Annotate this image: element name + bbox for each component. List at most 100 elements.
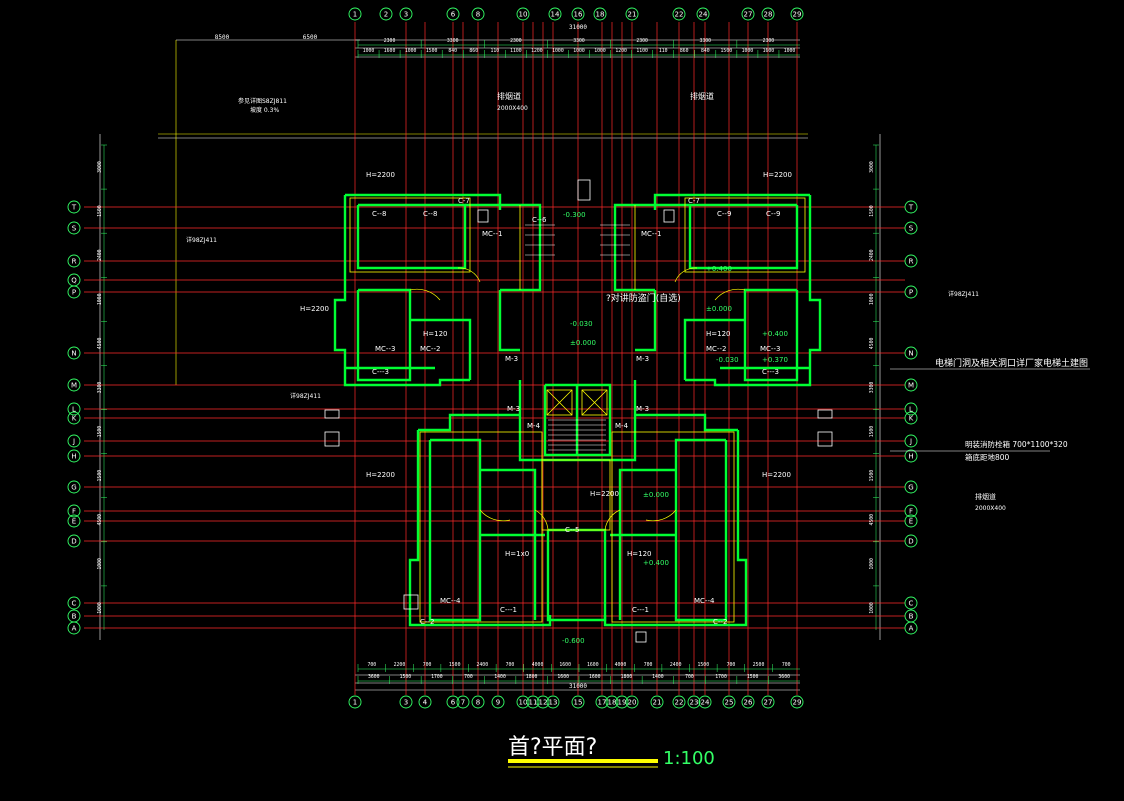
axis-bubble-bottom-12: 12 [536,695,550,709]
dim-top-1-value-4: 2300 [636,38,648,44]
dim-top-2-value-17: 1500 [721,48,733,54]
axis-bubble-top-24-label: 24 [699,11,708,19]
axis-bubble-top-1-circle [348,7,362,21]
dim-right-value-5: 3300 [869,382,875,394]
axis-bubble-right-M: M [904,378,918,392]
axis-bubble-right-N-label: N [908,350,913,358]
room-tag-m3-c: M-3 [507,405,520,413]
axis-bubble-bottom-12-circle [536,695,550,709]
dim-bottom-2-value-11: 1700 [715,674,727,680]
room-height-6: H=2200 [590,490,619,498]
axis-bubble-bottom-3-label: 3 [404,699,408,707]
axis-bubble-left-N-label: N [71,350,76,358]
dim-right-value-2: 2400 [869,249,875,261]
outer-dimension-1: 8500 [215,34,230,41]
dim-top-2-value-11: 1000 [594,48,606,54]
dim-right-value-10: 1000 [869,602,875,614]
axis-bubble-left-M-circle [67,378,81,392]
hydrant-height-note: 箱底距地800 [965,452,1010,462]
axis-bubble-bottom-23-label: 23 [690,699,699,707]
axis-bubble-right-A-label: A [909,625,914,633]
axis-bubble-right-J-label: J [909,438,912,446]
axis-bubble-right-R: R [904,254,918,268]
axis-bubble-top-2-label: 2 [384,11,388,19]
axis-bubble-left-E-circle [67,514,81,528]
elev-mark-11: -0.600 [562,637,585,645]
axis-bubble-right-H-circle [904,449,918,463]
axis-bubble-bottom-3: 3 [399,695,413,709]
axis-bubble-top-8-circle [471,7,485,21]
axis-bubble-left-K-circle [67,411,81,425]
room-tag-mc3: MC--3 [375,345,395,353]
dim-right-value-8: 4500 [869,514,875,526]
drawing-title-text: 首?平面? [508,735,597,760]
dim-left-value-2: 2400 [97,249,103,261]
axis-bubble-left-K-label: K [72,415,77,423]
detail-ref-mid: 详98ZJ411 [290,392,321,400]
room-tag-mc4-b: MC--4 [694,597,715,605]
axis-bubble-bottom-1-label: 1 [353,699,357,707]
axis-bubble-right-J-circle [904,434,918,448]
axis-bubble-right-S-circle [904,221,918,235]
dim-top-2-value-16: 840 [701,48,710,54]
dim-top-2-value-15: 860 [680,48,689,54]
dim-bottom-1-value-15: 700 [782,662,791,668]
axis-bubble-bottom-21-circle [650,695,664,709]
dim-bottom-2-value-10: 700 [685,674,694,680]
dim-top-2-value-3: 1500 [426,48,438,54]
drawing-title: 首?平面? 1:100 [508,735,715,769]
axis-bubble-top-29-circle [790,7,804,21]
axis-bubble-left-L: L [67,402,81,416]
dim-right-value-1: 1500 [869,205,875,217]
axis-bubble-bottom-7: 7 [456,695,470,709]
dim-top-2-value-14: 110 [659,48,668,54]
axis-bubble-bottom-27-label: 27 [764,699,773,707]
axis-bubble-right-D: D [904,534,918,548]
axis-bubble-left-R-label: R [72,258,77,266]
axis-bubble-bottom-26-circle [741,695,755,709]
axis-bubble-bottom-6: 6 [446,695,460,709]
axis-bubble-bottom-19-label: 19 [618,699,627,707]
dim-bottom-1-value-3: 1500 [449,662,461,668]
axis-bubble-left-F: F [67,504,81,518]
axis-bubble-top-28: 28 [761,7,775,21]
axis-bubble-bottom-3-circle [399,695,413,709]
axis-bubble-bottom-1-circle [348,695,362,709]
detail-ref-right: 详98ZJ411 [948,290,979,298]
axis-bubble-left-G-circle [67,480,81,494]
axis-bubble-left-Q-label: Q [71,277,77,285]
top-note-left: 参见详图S8ZJ811 [238,97,287,105]
dim-left-value-4: 4500 [97,338,103,350]
axis-bubble-left-P-circle [67,285,81,299]
axis-bubble-right-T-circle [904,200,918,214]
elev-mark-2: +0.400 [706,265,732,273]
axis-bubble-right-B-label: B [909,613,914,621]
dim-top-2-value-0: 1000 [363,48,375,54]
axis-bubble-left-A: A [67,621,81,635]
axis-bubble-bottom-9: 9 [491,695,505,709]
room-height-10: H=1x0 [505,550,529,558]
axis-bubble-top-14: 14 [548,7,562,21]
axis-bubble-bottom-4: 4 [418,695,432,709]
dim-bottom-2-value-1: 1500 [400,674,412,680]
axis-bubble-bottom-19-circle [615,695,629,709]
axis-bubble-bottom-21: 21 [650,695,664,709]
axis-bubble-left-L-circle [67,402,81,416]
axis-bubble-right-C: C [904,596,918,610]
axis-bubble-bottom-26: 26 [741,695,755,709]
axis-bubble-top-3-circle [399,7,413,21]
axis-bubble-bottom-26-label: 26 [744,699,753,707]
axis-bubble-bottom-1: 1 [348,695,362,709]
dim-top-2-value-20: 1000 [784,48,796,54]
axis-bubble-right-M-circle [904,378,918,392]
elev-mark-9: ±0.000 [643,491,669,499]
axis-bubble-left-D-label: D [71,538,76,546]
axis-bubble-bottom-4-label: 4 [423,699,428,707]
room-tag-c3-b: C---3 [762,368,779,376]
dim-top-2-value-18: 1000 [742,48,754,54]
axis-bubble-right-G-circle [904,480,918,494]
elev-mark-8: -0.030 [716,356,739,364]
